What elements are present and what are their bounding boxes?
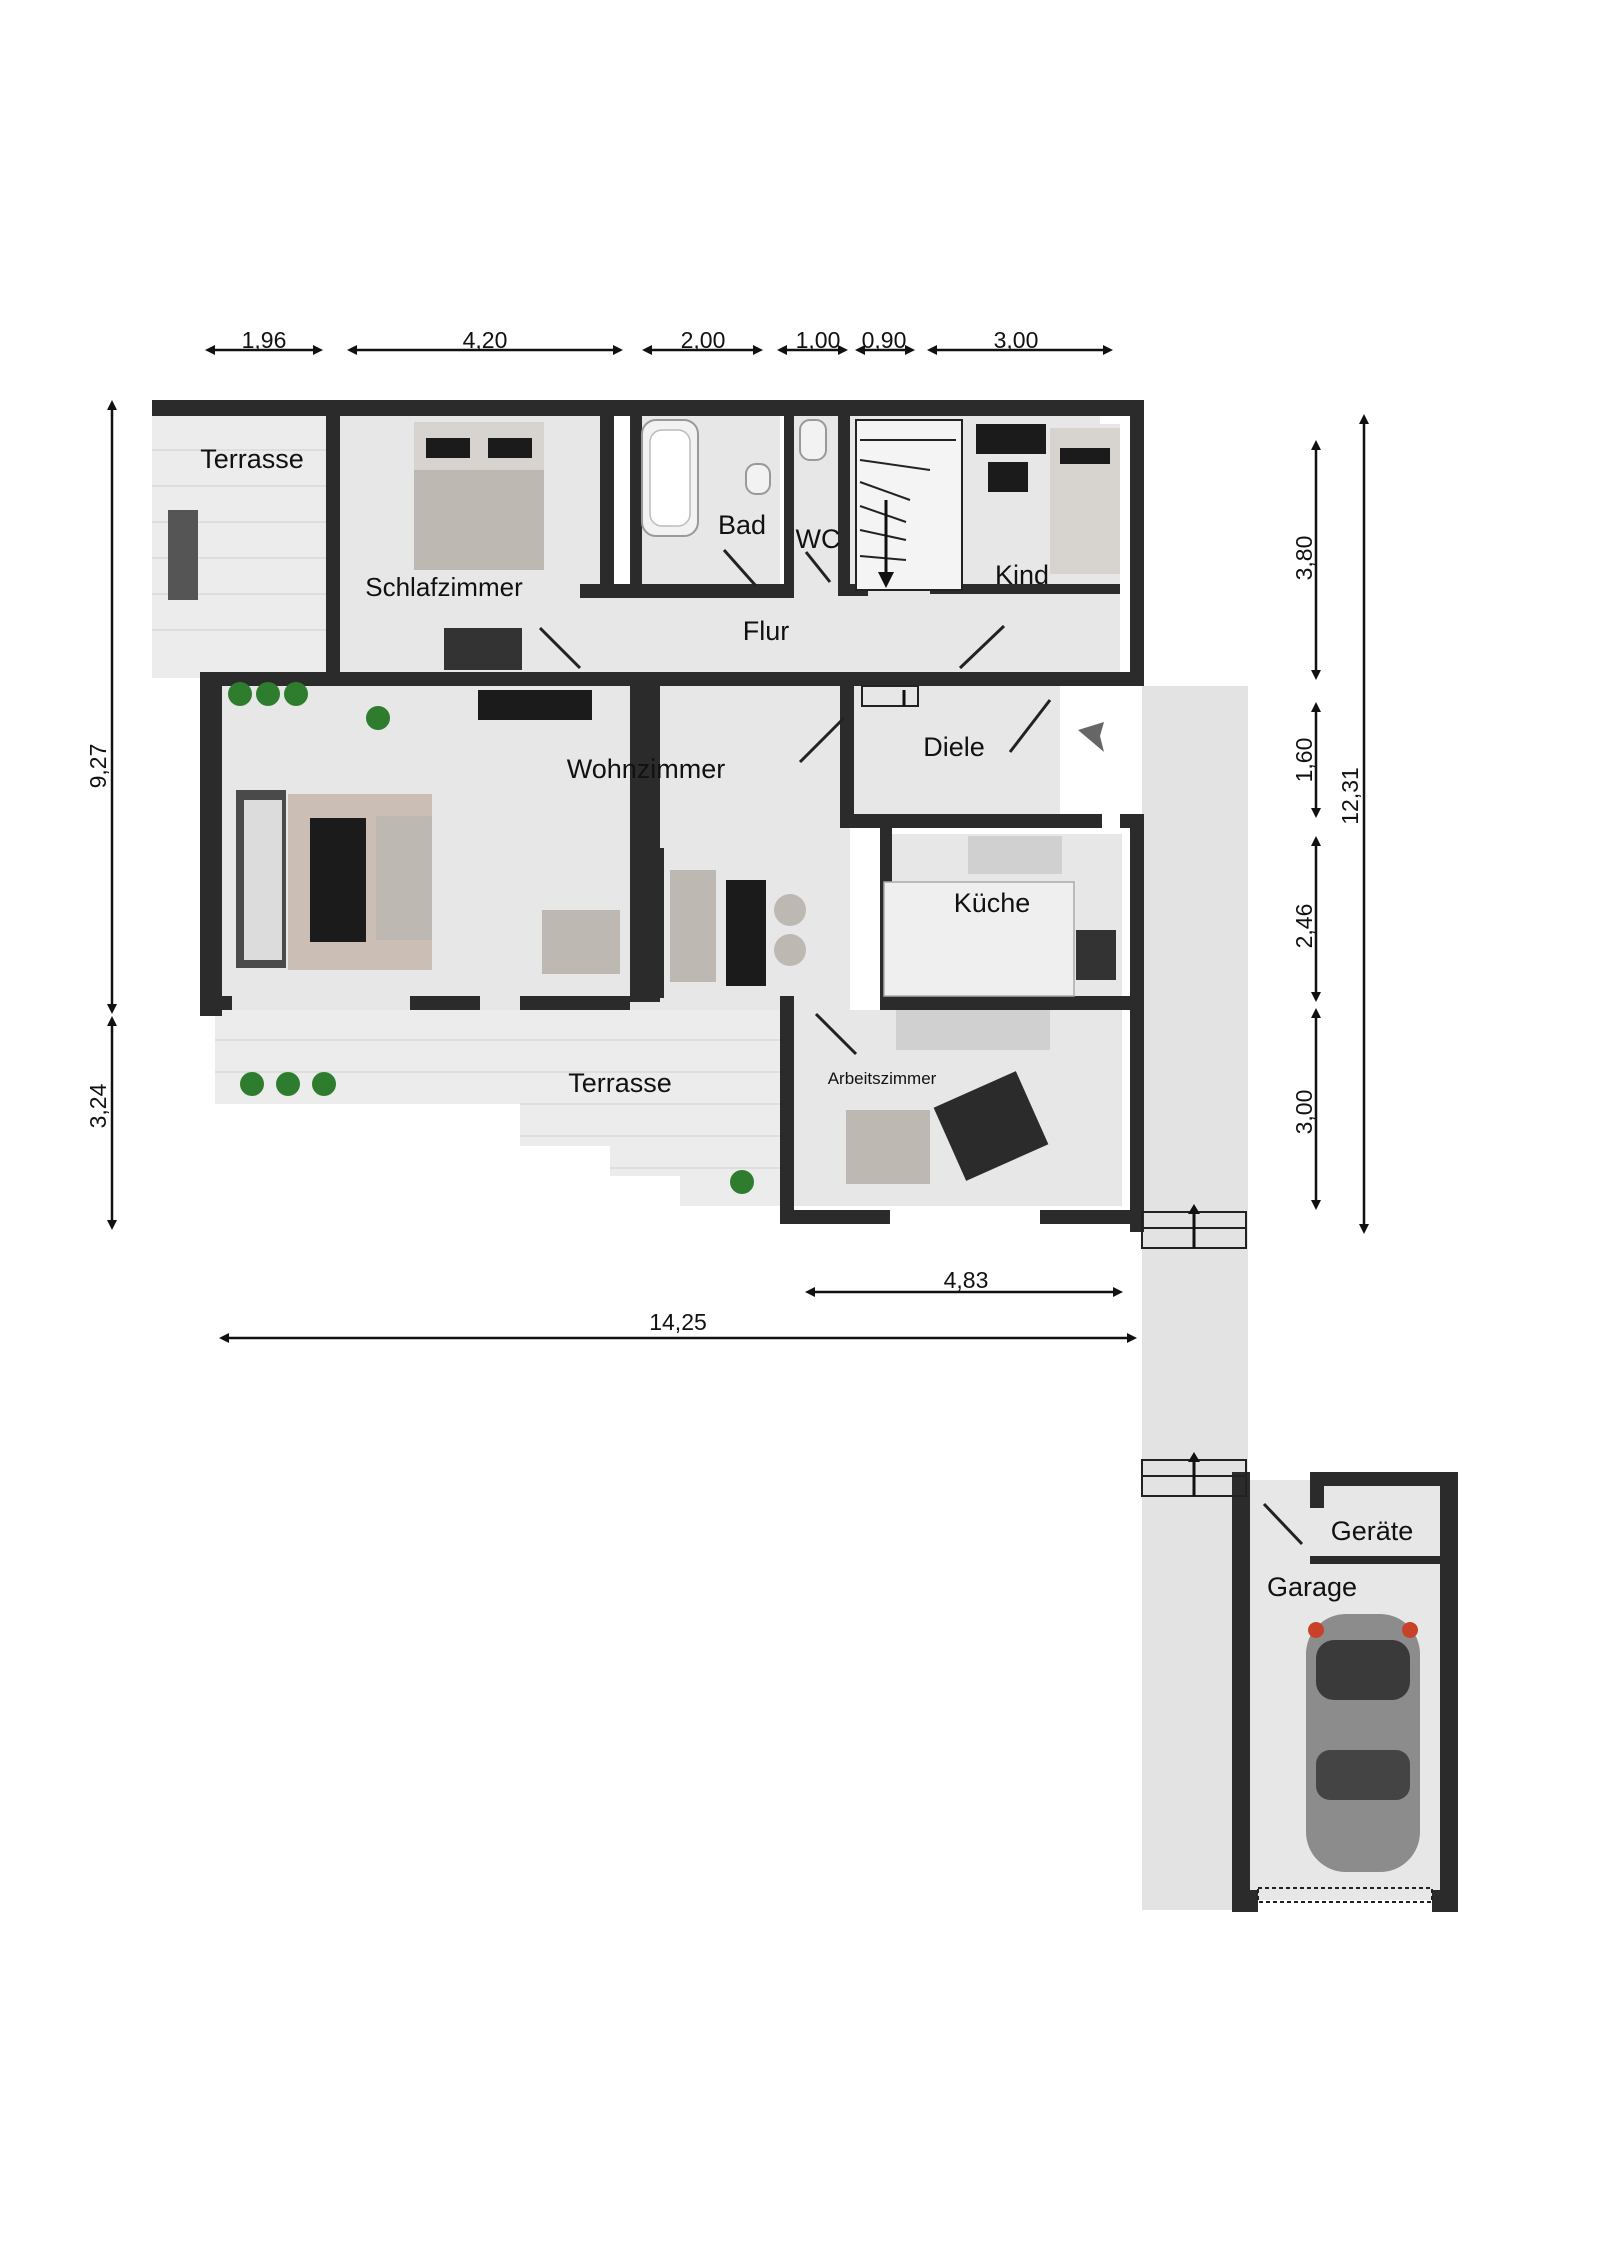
floors xyxy=(152,416,1457,1900)
table-terrace xyxy=(168,510,198,600)
room-geraete: Geräte xyxy=(1331,1516,1414,1546)
dimension-lines xyxy=(110,348,1366,1340)
room-garage: Garage xyxy=(1267,1572,1357,1602)
dining-set xyxy=(542,848,806,998)
toilet-bad xyxy=(745,463,771,495)
desk-flur xyxy=(444,628,522,670)
room-bad: Bad xyxy=(718,510,766,540)
car-icon xyxy=(1306,1614,1420,1872)
dim-left-2: 3,24 xyxy=(85,1083,111,1128)
room-terrasse-bottom: Terrasse xyxy=(568,1068,672,1098)
entrance-steps xyxy=(1141,1204,1433,1903)
kitchen xyxy=(883,836,1116,997)
dim-top-3: 2,00 xyxy=(681,327,726,353)
dim-right-total: 12,31 xyxy=(1337,767,1363,825)
room-arbeitszimmer: Arbeitszimmer xyxy=(828,1069,937,1088)
bathtub xyxy=(641,419,699,537)
walls xyxy=(152,400,1458,1912)
room-wc: WC xyxy=(796,524,841,554)
bed-main xyxy=(414,422,544,570)
dim-bottom-short: 4,83 xyxy=(944,1267,989,1293)
dim-right-3: 2,46 xyxy=(1291,904,1317,949)
room-flur: Flur xyxy=(743,616,790,646)
entrance-arrow-icon xyxy=(1078,722,1104,752)
room-kueche: Küche xyxy=(954,888,1031,918)
dim-bottom-total: 14,25 xyxy=(649,1309,707,1335)
room-schlafzimmer: Schlafzimmer xyxy=(365,572,523,602)
dim-top-5: 0,90 xyxy=(862,327,907,353)
dim-right-4: 3,00 xyxy=(1291,1090,1317,1135)
toilet-wc xyxy=(799,419,827,461)
room-wohnzimmer: Wohnzimmer xyxy=(567,754,726,784)
room-terrasse-top: Terrasse xyxy=(200,444,304,474)
stair-icon xyxy=(855,419,963,591)
dimension-arrows xyxy=(107,345,1369,1343)
dim-top-1: 1,96 xyxy=(242,327,287,353)
tv-board xyxy=(478,690,592,720)
room-diele: Diele xyxy=(923,732,985,762)
office-furniture xyxy=(846,1010,1050,1184)
driveway xyxy=(1142,686,1248,1910)
dim-top-6: 3,00 xyxy=(994,327,1039,353)
dim-left-1: 9,27 xyxy=(85,744,111,789)
deck-boards xyxy=(152,449,780,1169)
bed-kind xyxy=(976,424,1120,574)
dim-top-4: 1,00 xyxy=(796,327,841,353)
dim-right-2: 1,60 xyxy=(1291,738,1317,783)
sofa xyxy=(236,790,432,970)
plant-icon xyxy=(228,682,754,1194)
dim-right-1: 3,80 xyxy=(1291,536,1317,581)
dim-top-2: 4,20 xyxy=(463,327,508,353)
door-swing-icon xyxy=(538,549,1304,1546)
room-kind: Kind xyxy=(995,560,1049,590)
